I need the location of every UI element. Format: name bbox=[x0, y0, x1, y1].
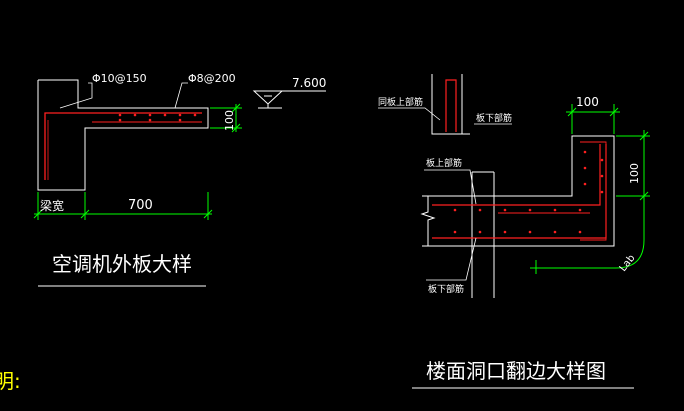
left-detail-title: 空调机外板大样 bbox=[52, 252, 192, 276]
thickness-label: 100 bbox=[223, 110, 236, 131]
beam-slab-outline bbox=[37, 79, 209, 191]
label-slab-bottom: 板下部筋 bbox=[428, 283, 464, 295]
rebar-label-1: Φ10@150 bbox=[92, 72, 147, 85]
length-label: 700 bbox=[128, 198, 153, 213]
label-slab-top: 板上部筋 bbox=[426, 157, 462, 169]
height-dimension bbox=[616, 130, 650, 240]
slab-top-rebar bbox=[432, 144, 601, 206]
top-rebar bbox=[44, 112, 202, 180]
elevation-label: 7.600 bbox=[292, 76, 326, 90]
upper-leader-left bbox=[378, 107, 441, 121]
upper-section-outline bbox=[431, 74, 470, 135]
thickness-dimension bbox=[210, 103, 242, 133]
width-dimension bbox=[566, 104, 620, 134]
length-dimension bbox=[33, 192, 213, 220]
right-detail: 同板上部筋 板下部筋 板上部筋 板下部筋 bbox=[378, 74, 650, 389]
break-line bbox=[420, 196, 436, 246]
upper-rebar bbox=[445, 79, 457, 132]
right-detail-title: 楼面洞口翻边大样图 bbox=[426, 359, 606, 383]
leader-line-1 bbox=[59, 82, 93, 109]
upstand-stirrup bbox=[580, 141, 607, 241]
slab-bottom-leader bbox=[426, 237, 477, 281]
width-label: 100 bbox=[576, 95, 599, 109]
slab-top-leader bbox=[424, 169, 477, 205]
elevation-marker bbox=[252, 90, 326, 109]
rebar-dots bbox=[118, 113, 197, 122]
slab-upstand-outline bbox=[422, 135, 615, 247]
beam-width-label: 梁宽 bbox=[40, 198, 64, 213]
edge-text: 明: bbox=[0, 369, 21, 393]
leader-line-2 bbox=[174, 82, 188, 109]
anchorage-curve bbox=[530, 239, 645, 269]
label-top-left: 同板上部筋 bbox=[378, 96, 423, 108]
height-label: 100 bbox=[628, 163, 641, 184]
rebar-label-2: Φ8@200 bbox=[188, 72, 236, 85]
slab-rebar-dots bbox=[453, 150, 604, 234]
label-top-right: 板下部筋 bbox=[476, 112, 512, 124]
left-detail: Φ10@150 Φ8@200 7.600 100 bbox=[33, 72, 326, 287]
anchorage-label: Lab bbox=[618, 253, 638, 274]
